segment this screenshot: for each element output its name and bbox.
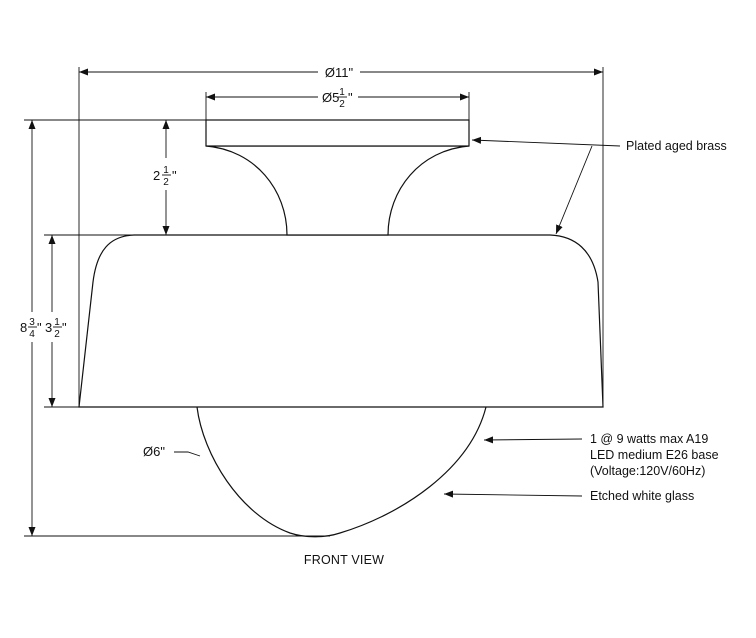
glass-globe (196, 406, 487, 538)
finish-callout: Plated aged brass (626, 139, 727, 153)
callouts: Plated aged brass 1 @ 9 watts max A19 LE… (443, 136, 727, 503)
globe-diameter-label: Ø6" (143, 444, 165, 459)
svg-text:": " (37, 320, 42, 335)
svg-text:3: 3 (45, 320, 52, 335)
svg-text:2: 2 (163, 177, 169, 188)
svg-text:2: 2 (153, 168, 160, 183)
glass-callout: Etched white glass (590, 489, 694, 503)
svg-text:3: 3 (29, 317, 35, 328)
svg-text:1: 1 (163, 165, 169, 176)
shade-height-label: 3 1 2 " (45, 317, 67, 340)
svg-text:4: 4 (29, 329, 35, 340)
svg-text:2: 2 (54, 329, 60, 340)
lamp-callout-line1: 1 @ 9 watts max A19 (590, 432, 708, 446)
overall-height-label: 8 3 4 " (20, 317, 42, 340)
svg-text:": " (62, 320, 67, 335)
canopy-plate (205, 119, 470, 147)
svg-text:": " (348, 90, 353, 105)
dimension-text: Ø11" Ø5 1 2 " 2 1 2 " 8 3 4 " 3 1 (20, 65, 353, 459)
lamp-callout-line3: (Voltage:120V/60Hz) (590, 464, 705, 478)
view-caption: FRONT VIEW (304, 553, 384, 567)
svg-text:Ø5: Ø5 (322, 90, 339, 105)
svg-text:2: 2 (339, 99, 345, 110)
lamp-callout-line2: LED medium E26 base (590, 448, 719, 462)
dimension-lines (28, 68, 603, 536)
canopy-diameter-label: Ø5 1 2 " (322, 87, 353, 110)
svg-text:8: 8 (20, 320, 27, 335)
svg-text:1: 1 (339, 87, 345, 98)
overall-width-label: Ø11" (325, 65, 354, 80)
svg-text:1: 1 (54, 317, 60, 328)
canopy-neck (205, 145, 470, 236)
fixture-outline (78, 119, 604, 538)
canopy-height-label: 2 1 2 " (153, 165, 177, 188)
shade (78, 234, 604, 408)
svg-text:": " (172, 168, 177, 183)
